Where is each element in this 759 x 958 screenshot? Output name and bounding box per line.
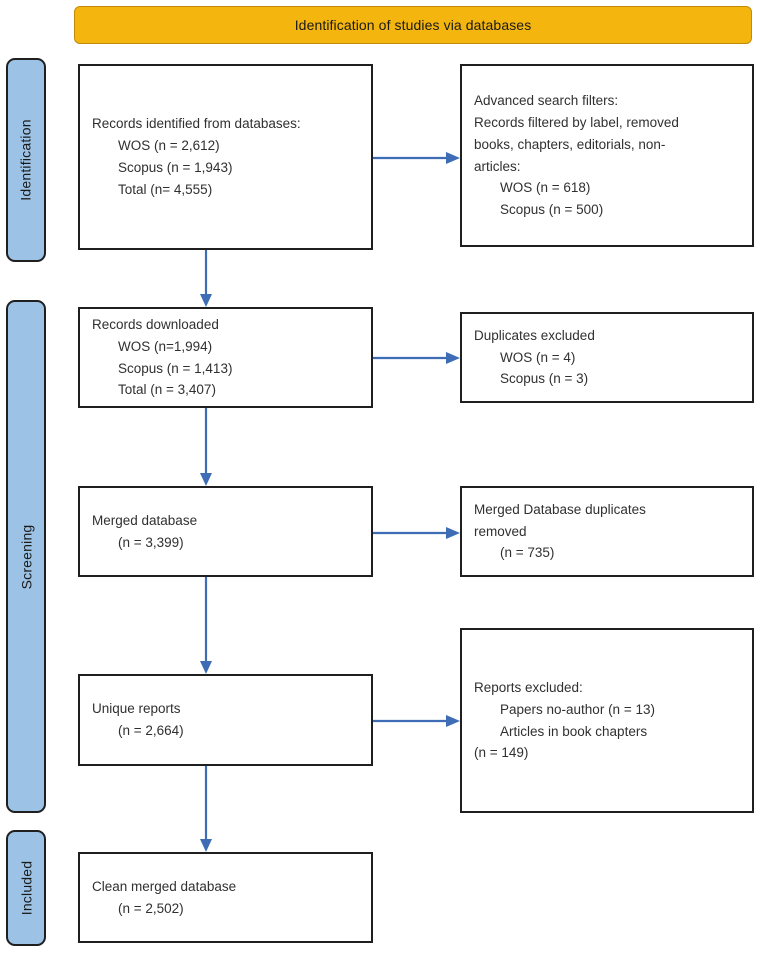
diagram-banner: Identification of studies via databases <box>74 6 752 44</box>
box-records-identified-from-databases: Records identified from databases: WOS (n… <box>78 64 373 250</box>
box-text: Reports excluded: Papers no-author (n = 1… <box>462 677 752 764</box>
box-text: Records identified from databases: WOS (n… <box>80 113 371 200</box>
box-text-line: Scopus (n = 500) <box>500 202 604 218</box>
box-text-line: Records identified from databases: <box>92 116 301 132</box>
stage-label-screening: Screening <box>18 524 34 589</box>
box-text-line: Duplicates excluded <box>474 327 595 343</box>
arrow-downloaded-to-duplicates <box>373 350 461 366</box>
arrow-unique-to-clean <box>198 766 214 853</box>
box-text-line: Total (n= 4,555) <box>118 181 213 197</box>
box-text-line: Scopus (n = 1,943) <box>118 160 233 175</box>
arrow-unique-to-reports-excluded <box>373 713 461 729</box>
box-merged-database-duplicates-removed: Merged Database duplicates removed (n = 73… <box>460 486 754 577</box>
box-text-line: WOS (n = 4) <box>500 349 576 365</box>
box-text-line: Scopus (n = 1,413) <box>118 360 233 376</box>
box-text-line: Merged Database duplicates <box>474 501 646 517</box>
stage-label-included: Included <box>18 860 34 916</box>
arrow-merged-to-dupes-removed <box>373 525 461 541</box>
box-text-line: Clean merged database <box>92 878 237 894</box>
arrow-identified-to-downloaded <box>198 250 214 308</box>
box-text-line: articles: <box>474 158 521 174</box>
box-text-line: (n = 2,664) <box>118 723 184 738</box>
box-clean-merged-database: Clean merged database (n = 2,502) <box>78 852 373 943</box>
box-text-line: (n = 2,502) <box>118 900 184 916</box>
banner-title: Identification of studies via databases <box>294 17 532 33</box>
box-text-line: Scopus (n = 3) <box>500 371 589 387</box>
box-text-line: Papers no-author (n = 13) <box>500 701 655 717</box>
arrow-merged-to-unique <box>198 577 214 675</box>
box-text-line: (n = 149) <box>474 745 529 761</box>
box-text-line: WOS (n = 2,612) <box>118 138 220 154</box>
stage-pill-screening: Screening <box>6 300 46 813</box>
box-text-line: Merged database <box>92 512 198 528</box>
box-text-line: (n = 3,399) <box>118 534 184 550</box>
box-text-line: Records filtered by label, removed <box>474 114 679 130</box>
box-text-line: books, chapters, editorials, non- <box>474 136 666 152</box>
box-text-line: Advanced search filters: <box>474 92 619 108</box>
box-text-line: Reports excluded: <box>474 679 583 695</box>
stage-pill-identification: Identification <box>6 58 46 262</box>
box-text-line: (n = 735) <box>500 545 555 561</box>
box-text: Clean merged database (n = 2,502) <box>80 876 371 920</box>
box-text-line: Unique reports <box>92 701 181 717</box>
box-merged-database: Merged database (n = 3,399) <box>78 486 373 577</box>
box-text-line: Records downloaded <box>92 316 219 332</box>
box-text-line: WOS (n = 618) <box>500 180 591 196</box>
box-unique-reports: Unique reports (n = 2,664) <box>78 674 373 766</box>
box-advanced-search-filters: Advanced search filters: Records filtered… <box>460 64 754 247</box>
box-text-line: removed <box>474 523 527 539</box>
box-text-line: Articles in book chapters <box>500 723 648 739</box>
arrow-identified-to-filters <box>373 150 461 166</box>
box-reports-excluded: Reports excluded: Papers no-author (n = 1… <box>460 628 754 813</box>
box-text: Merged Database duplicates removed (n = 73… <box>462 499 752 565</box>
box-text: Merged database (n = 3,399) <box>80 510 371 554</box>
stage-label-identification: Identification <box>18 119 35 201</box>
box-text-line: WOS (n=1,994) <box>118 338 213 354</box>
box-text: Unique reports (n = 2,664) <box>80 698 371 742</box>
arrow-downloaded-to-merged <box>198 408 214 487</box>
stage-pill-included: Included <box>6 830 46 946</box>
box-text: Advanced search filters: Records filtered… <box>462 90 752 221</box>
box-text-line: Total (n = 3,407) <box>118 382 216 398</box>
